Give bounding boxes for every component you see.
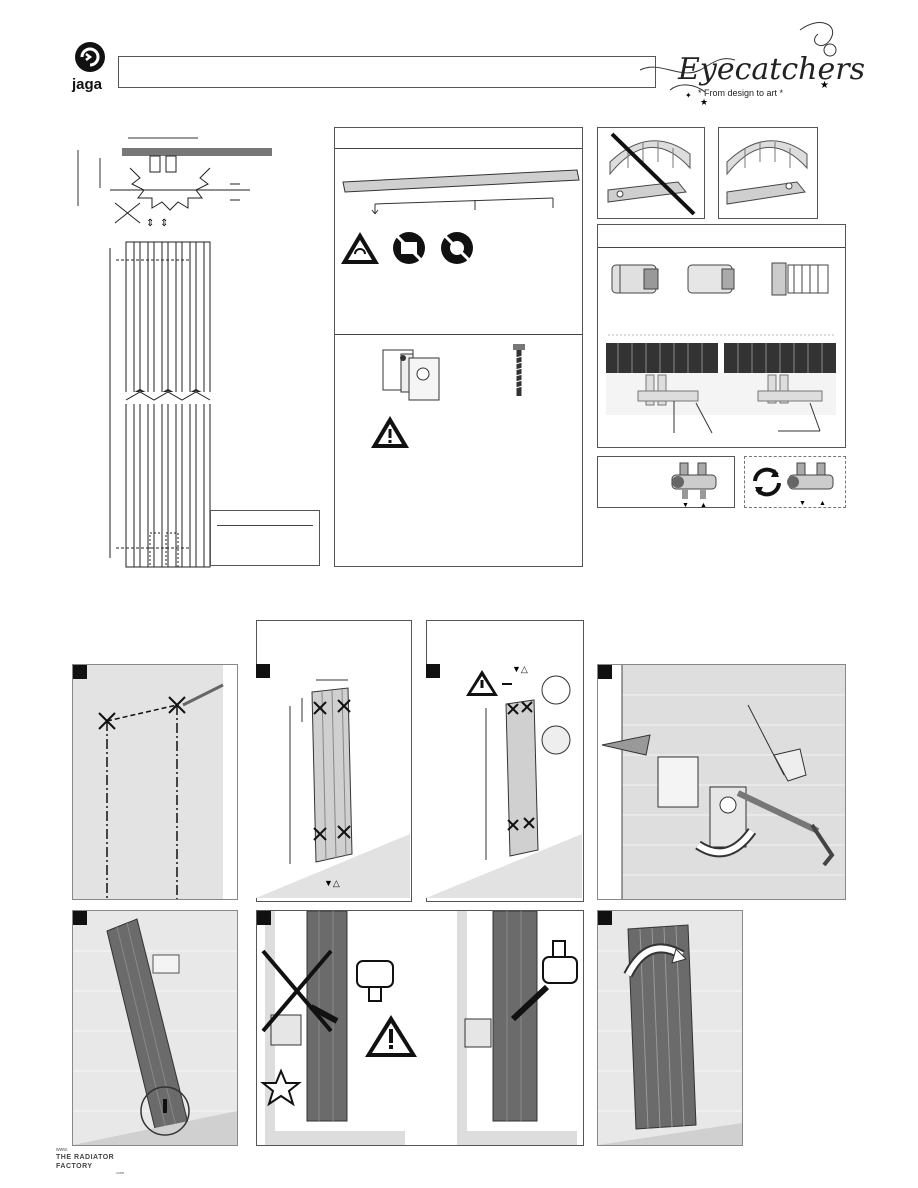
svg-text:✦: ✦: [685, 91, 692, 100]
step-3-badge: [426, 664, 440, 678]
thermostatic-head-2-icon: [687, 264, 735, 294]
svg-text:▲: ▲: [819, 500, 826, 507]
step-5-badge: [73, 911, 87, 925]
step-3-fix-brackets: ▼△: [426, 664, 582, 898]
tagline-subtitle: * From design to art *: [698, 88, 784, 98]
reversible-valve-panel: ▼▲: [744, 456, 846, 508]
valve-options-panel: [597, 224, 846, 448]
step-2-position: ▼△: [256, 664, 410, 898]
screw-icon: [513, 344, 525, 396]
step-1-mark-wall: [72, 664, 238, 900]
cross-out-icon: [610, 132, 696, 216]
svg-text:★: ★: [820, 80, 829, 91]
step-7-tilt-into-place: [597, 910, 743, 1146]
svg-text:▼△: ▼△: [324, 878, 340, 888]
step-6-badge: [257, 911, 271, 925]
bracket-icon: [657, 756, 699, 808]
no-spray-icon: [441, 232, 473, 264]
tagline-title: Eyecatchers: [678, 52, 865, 87]
footer-logo-name: THE RADIATOR FACTORY: [56, 1154, 115, 1170]
technical-drawing: ⇕ ⇕: [70, 128, 320, 588]
cover-panel-section: [334, 127, 583, 567]
thumbs-down-icon: [356, 960, 394, 1002]
eyecatchers-branding: ★ ★ ✦ Eyecatchers * From design to art *: [630, 10, 865, 110]
step-6-warning-icon: [365, 1015, 417, 1057]
svg-text:⇕: ⇕: [146, 218, 154, 229]
rotate-arrows-icon: [753, 467, 781, 497]
svg-text:▼: ▼: [799, 500, 806, 507]
thermostatic-head-icon: [611, 264, 659, 294]
wall-plug-icon: [601, 734, 651, 756]
svg-text:▼: ▼: [682, 502, 689, 507]
step-2-badge: [256, 664, 270, 678]
step-1-badge: [73, 665, 87, 679]
header-title-bar: [118, 56, 656, 88]
caution-icon: [371, 416, 409, 448]
decorative-swirl-icon: ★ ★ ✦: [639, 22, 837, 107]
footer-logo-small: www.: [56, 1147, 68, 1153]
valve-set-panel: ▼▲: [597, 456, 735, 508]
valve-set-icon: ▼▲: [671, 462, 717, 507]
pencil-icon: [182, 683, 224, 707]
warning-icon: [341, 232, 379, 264]
dimension-table: [210, 510, 320, 566]
thumbs-up-icon: [542, 940, 578, 984]
step-5-hang-radiator: [72, 910, 238, 1146]
no-cleaning-icon: [393, 232, 425, 264]
step-4-drill-mount: [597, 664, 846, 900]
jaga-logo: jaga: [72, 40, 112, 94]
correct-mounting-panel: [718, 127, 818, 219]
svg-text:▼△: ▼△: [512, 664, 528, 674]
footer-logo-suffix: .com: [115, 1170, 124, 1175]
drill-icon: [773, 748, 807, 782]
bolt-icon: [736, 790, 820, 834]
step-4-badge: [598, 665, 612, 679]
svg-text:▲: ▲: [700, 502, 707, 507]
remote-sensor-icon: [771, 262, 829, 296]
star-icon: [260, 1068, 302, 1107]
wrench-icon: [810, 823, 835, 867]
wrong-mounting-panel: [597, 127, 705, 219]
wall-bracket-icon: [382, 349, 440, 401]
logo-text: jaga: [72, 76, 103, 93]
step-3-warning-icon: [466, 670, 498, 696]
step-6-compare-panel: [256, 910, 584, 1146]
logo-mark-icon: [75, 42, 105, 72]
svg-text:⇕: ⇕: [160, 218, 168, 229]
svg-text:★: ★: [700, 97, 708, 107]
radiator-factory-logo: www. THE RADIATOR FACTORY .com: [56, 1147, 136, 1175]
step-7-badge: [598, 911, 612, 925]
